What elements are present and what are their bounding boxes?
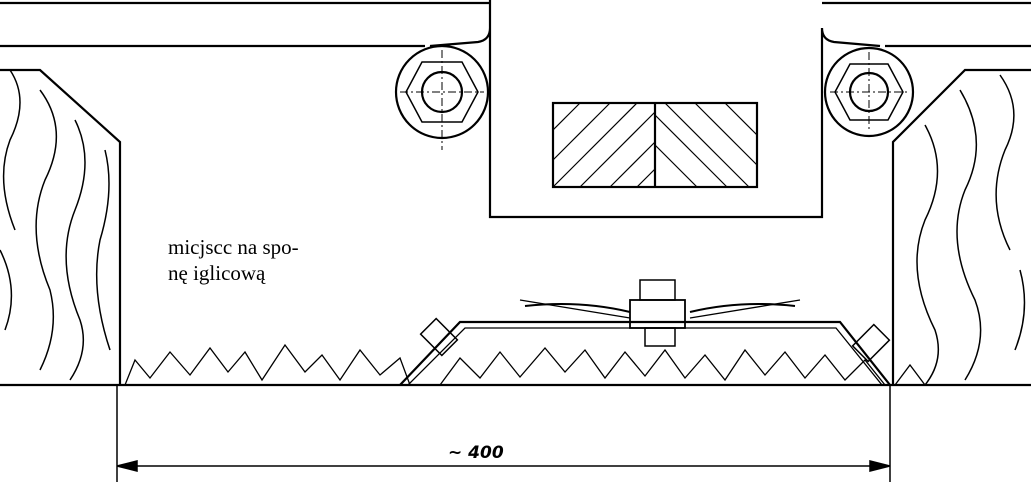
approx-symbol: ~ (448, 443, 463, 463)
dimension-value: 400 (468, 443, 504, 463)
top-rail (0, 1, 1031, 48)
left-wall (0, 68, 122, 385)
spring-clamp (399, 279, 891, 386)
annotation-text: micjscc na spo- nę iglicową (168, 234, 299, 286)
bolt-right (823, 46, 915, 138)
right-wall (891, 68, 1031, 386)
ballast-stones (124, 343, 926, 386)
bolt-left (394, 44, 490, 150)
dimension-line (116, 385, 891, 482)
annotation-line-2: nę iglicową (168, 261, 266, 285)
annotation-line-1: micjscc na spo- (168, 235, 299, 259)
central-block (429, 0, 881, 219)
dimension-label: ~ 400 (448, 443, 504, 463)
